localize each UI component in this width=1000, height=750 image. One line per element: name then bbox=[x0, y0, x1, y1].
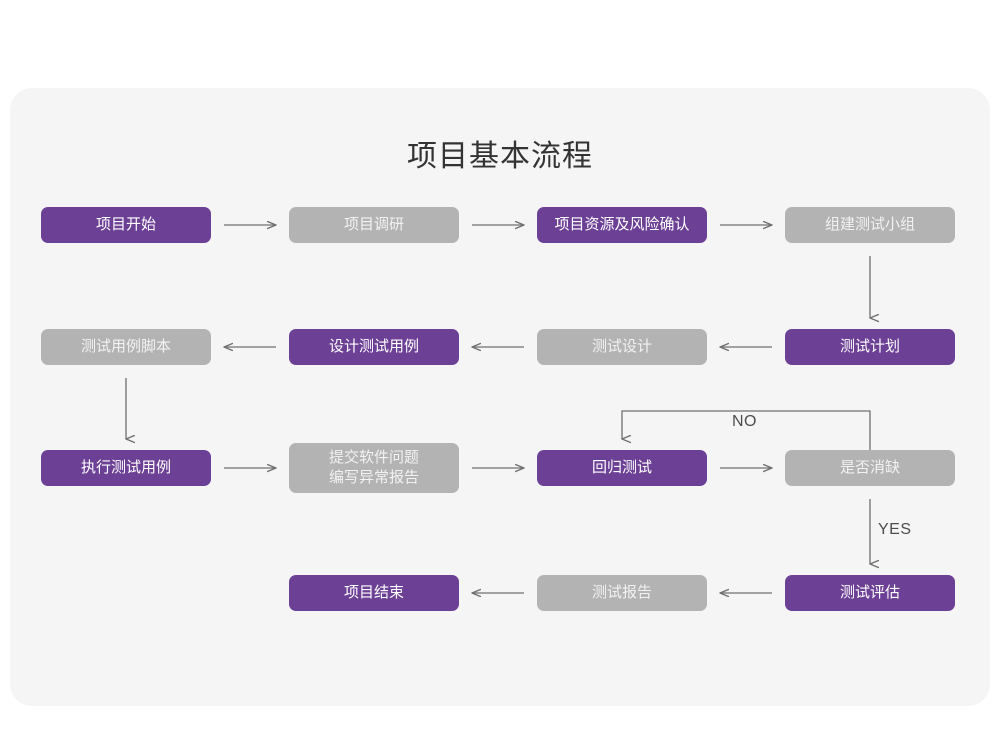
node-design-test-cases[interactable]: 设计测试用例 bbox=[289, 329, 459, 365]
node-resource-risk-confirm[interactable]: 项目资源及风险确认 bbox=[537, 207, 707, 243]
edge-label-yes: YES bbox=[878, 521, 912, 538]
node-label: 测试评估 bbox=[839, 584, 900, 601]
node-label: 测试报告 bbox=[591, 584, 652, 601]
node-label: 测试用例脚本 bbox=[80, 338, 171, 355]
node-label: 项目资源及风险确认 bbox=[554, 216, 690, 233]
node-test-evaluation[interactable]: 测试评估 bbox=[785, 575, 955, 611]
node-label: 执行测试用例 bbox=[80, 459, 171, 476]
edge-label-no: NO bbox=[732, 413, 757, 430]
node-label: 设计测试用例 bbox=[328, 338, 419, 355]
node-label: 测试设计 bbox=[591, 338, 652, 355]
node-project-research[interactable]: 项目调研 bbox=[289, 207, 459, 243]
node-label: 组建测试小组 bbox=[824, 216, 915, 233]
node-regression-test[interactable]: 回归测试 bbox=[537, 450, 707, 486]
node-label: 是否消缺 bbox=[839, 459, 900, 476]
node-test-case-scripts[interactable]: 测试用例脚本 bbox=[41, 329, 211, 365]
node-project-end[interactable]: 项目结束 bbox=[289, 575, 459, 611]
node-label: 测试计划 bbox=[839, 338, 900, 355]
node-submit-issues-write-reports[interactable]: 提交软件问题 编写异常报告 bbox=[289, 443, 459, 493]
node-test-report[interactable]: 测试报告 bbox=[537, 575, 707, 611]
node-build-test-team[interactable]: 组建测试小组 bbox=[785, 207, 955, 243]
node-label: 项目调研 bbox=[343, 216, 404, 233]
node-project-start[interactable]: 项目开始 bbox=[41, 207, 211, 243]
node-test-design[interactable]: 测试设计 bbox=[537, 329, 707, 365]
node-defect-cleared-decision[interactable]: 是否消缺 bbox=[785, 450, 955, 486]
page-title: 项目基本流程 bbox=[407, 140, 593, 173]
node-label: 回归测试 bbox=[591, 459, 652, 476]
content-panel bbox=[10, 88, 990, 706]
node-label: 项目结束 bbox=[343, 584, 404, 601]
node-execute-test-cases[interactable]: 执行测试用例 bbox=[41, 450, 211, 486]
node-label: 项目开始 bbox=[95, 216, 156, 233]
node-test-plan[interactable]: 测试计划 bbox=[785, 329, 955, 365]
node-label: 提交软件问题 编写异常报告 bbox=[328, 449, 419, 486]
